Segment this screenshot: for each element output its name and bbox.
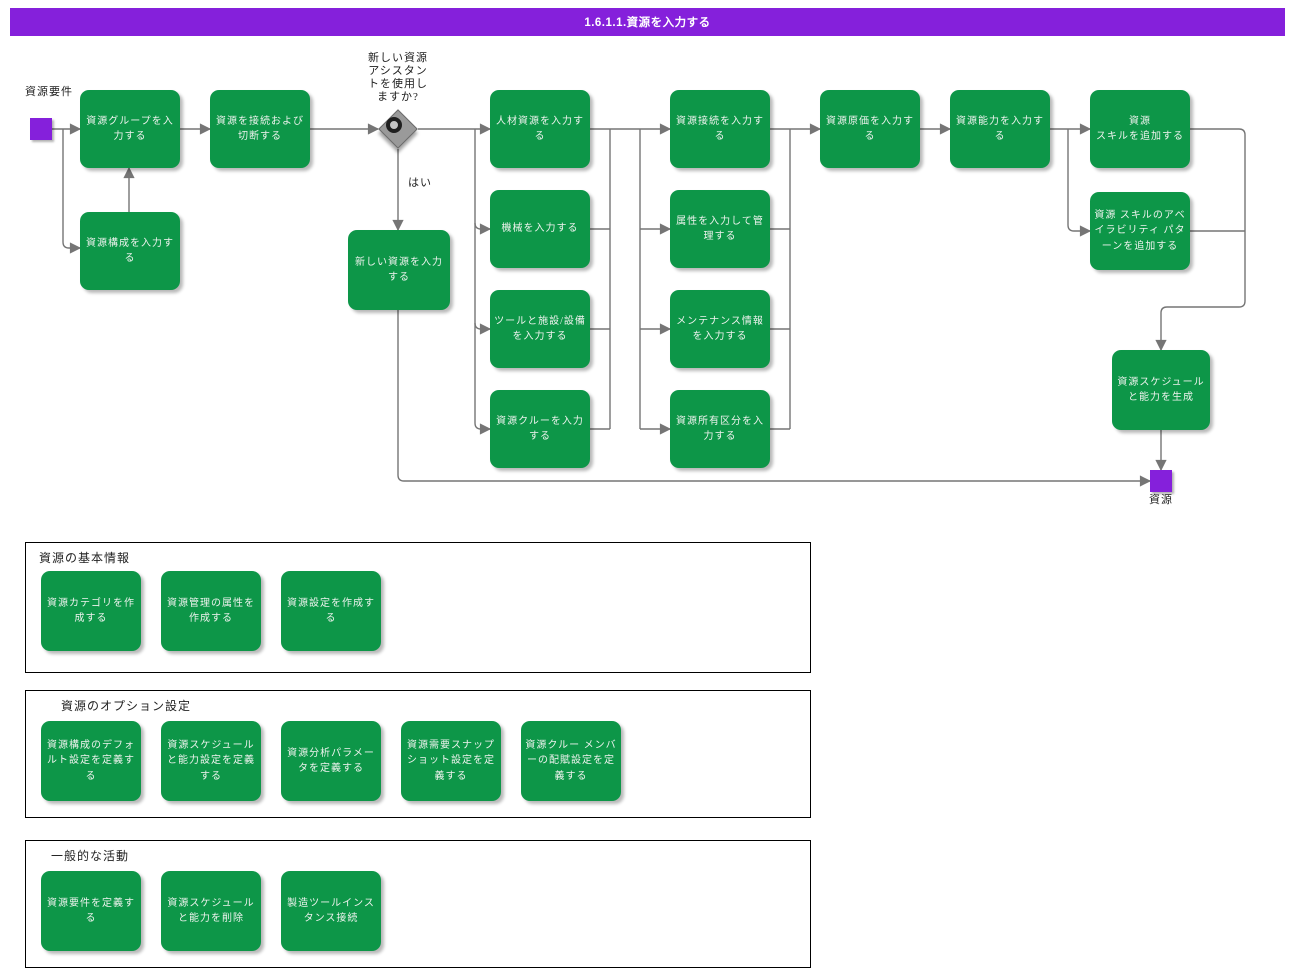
flow-activity-box[interactable]: 資源 スキルを追加する: [1090, 90, 1190, 168]
end-node-label: 資源: [1149, 494, 1173, 506]
flow-activity-box[interactable]: 機械を入力する: [490, 190, 590, 268]
yes-branch-label: はい: [408, 177, 432, 189]
page-title: 1.6.1.1.資源を入力する: [10, 8, 1285, 36]
section-activity-box[interactable]: 資源スケジュールと能力を削除: [161, 871, 261, 951]
section-title: 一般的な活動: [51, 849, 130, 863]
end-node: [1150, 470, 1172, 492]
flow-activity-box[interactable]: 資源原価を入力する: [820, 90, 920, 168]
section-activity-box[interactable]: 資源需要スナップショット設定を定義する: [401, 721, 501, 801]
section-activity-box[interactable]: 資源設定を作成する: [281, 571, 381, 651]
flow-activity-box[interactable]: 資源構成を入力する: [80, 212, 180, 290]
flow-activity-box[interactable]: 資源スケジュールと能力を生成: [1112, 350, 1210, 430]
start-node-label: 資源要件: [25, 86, 73, 98]
flow-activity-box[interactable]: 資源接続を入力する: [670, 90, 770, 168]
section-activity-box[interactable]: 製造ツールインスタンス接続: [281, 871, 381, 951]
flow-activity-box[interactable]: 資源クルーを入力する: [490, 390, 590, 468]
decision-label: 新しい資源 アシスタン トを使用し ますか?: [368, 52, 428, 103]
section-activity-box[interactable]: 資源カテゴリを作成する: [41, 571, 141, 651]
section-activity-box[interactable]: 資源分析パラメータを定義する: [281, 721, 381, 801]
flow-activity-box[interactable]: 資源を接続および切断する: [210, 90, 310, 168]
flow-activity-box[interactable]: 新しい資源を入力する: [348, 230, 450, 310]
section-basic-info: 資源の基本情報 資源カテゴリを作成する 資源管理の属性を作成する 資源設定を作成…: [25, 542, 811, 673]
section-title: 資源の基本情報: [39, 551, 131, 565]
flow-activity-box[interactable]: メンテナンス情報を入力する: [670, 290, 770, 368]
start-node: [30, 118, 52, 140]
flow-activity-box[interactable]: 属性を入力して管理する: [670, 190, 770, 268]
section-activity-box[interactable]: 資源管理の属性を作成する: [161, 571, 261, 651]
decision-gateway-icon: [386, 117, 402, 133]
flow-activity-box[interactable]: 資源 スキルのアベイラビリティ パターンを追加する: [1090, 192, 1190, 270]
section-optional-settings: 資源のオプション設定 資源構成のデフォルト設定を定義する 資源スケジュールと能力…: [25, 690, 811, 818]
flow-activity-box[interactable]: 資源所有区分を入力する: [670, 390, 770, 468]
section-general-activities: 一般的な活動 資源要件を定義する 資源スケジュールと能力を削除 製造ツールインス…: [25, 840, 811, 968]
flow-activity-box[interactable]: 人材資源を入力する: [490, 90, 590, 168]
flow-activity-box[interactable]: 資源能力を入力する: [950, 90, 1050, 168]
section-title: 資源のオプション設定: [61, 699, 192, 713]
section-activity-box[interactable]: 資源スケジュールと能力設定を定義する: [161, 721, 261, 801]
flow-activity-box[interactable]: 資源グループを入力する: [80, 90, 180, 168]
flow-activity-box[interactable]: ツールと施設/設備を入力する: [490, 290, 590, 368]
section-activity-box[interactable]: 資源要件を定義する: [41, 871, 141, 951]
section-activity-box[interactable]: 資源クルー メンバーの配賦設定を定義する: [521, 721, 621, 801]
connector-lines: [52, 123, 1246, 487]
section-activity-box[interactable]: 資源構成のデフォルト設定を定義する: [41, 721, 141, 801]
